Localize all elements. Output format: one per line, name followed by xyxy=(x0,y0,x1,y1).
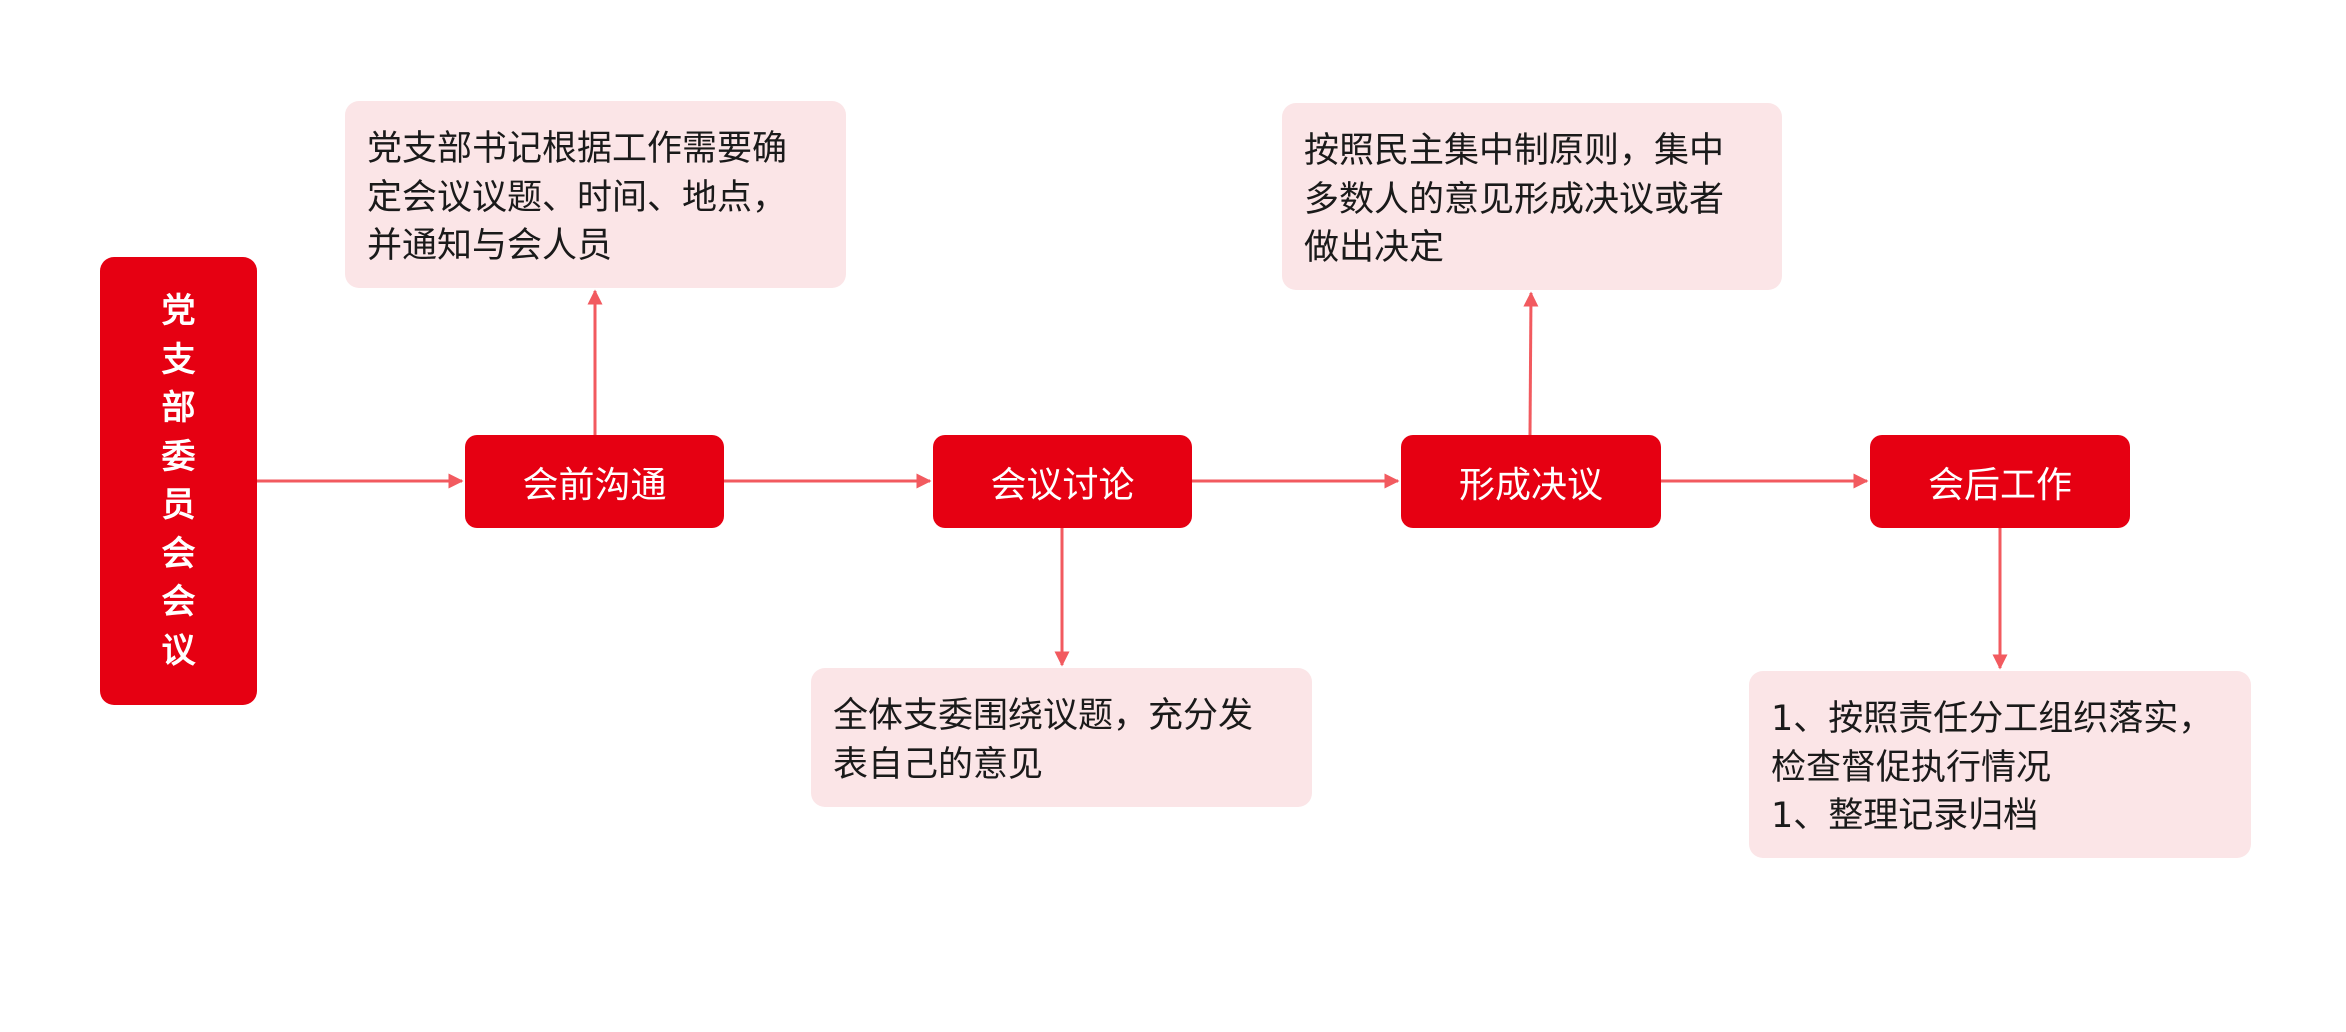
step-pre-meeting-communication: 会前沟通 xyxy=(465,435,724,528)
step-post-meeting-work: 会后工作 xyxy=(1870,435,2130,528)
note-resolution: 按照民主集中制原则，集中 多数人的意见形成决议或者 做出决定 xyxy=(1282,103,1782,290)
note-line: 多数人的意见形成决议或者 xyxy=(1304,179,1725,220)
note-line: 1、整理记录归档 xyxy=(1771,796,2039,836)
note-discussion: 全体支委围绕议题，充分发 表自己的意见 xyxy=(811,668,1312,807)
meeting-title-box: 党支部委员会会议 xyxy=(100,257,257,705)
note-line: 表自己的意见 xyxy=(833,744,1044,785)
note-line: 并通知与会人员 xyxy=(367,226,613,266)
meeting-title: 党支部委员会会议 xyxy=(161,291,196,671)
note-line: 1、按照责任分工组织落实， xyxy=(1771,699,2214,739)
note-line: 全体支委围绕议题，充分发 xyxy=(833,696,1254,736)
step-meeting-discussion: 会议讨论 xyxy=(933,435,1192,528)
note-line: 定会议议题、时间、地点， xyxy=(367,177,788,218)
note-line: 做出决定 xyxy=(1304,228,1445,268)
step-form-resolution: 形成决议 xyxy=(1401,435,1661,528)
note-line: 检查督促执行情况 xyxy=(1771,747,2052,788)
note-post-meeting: 1、按照责任分工组织落实， 检查督促执行情况 1、整理记录归档 xyxy=(1749,671,2251,858)
note-line: 按照民主集中制原则，集中 xyxy=(1304,131,1725,171)
arrow-step-3-to-note-3 xyxy=(1523,291,1539,436)
note-pre-meeting: 党支部书记根据工作需要确 定会议议题、时间、地点， 并通知与会人员 xyxy=(345,101,846,288)
note-line: 党支部书记根据工作需要确 xyxy=(367,129,788,169)
